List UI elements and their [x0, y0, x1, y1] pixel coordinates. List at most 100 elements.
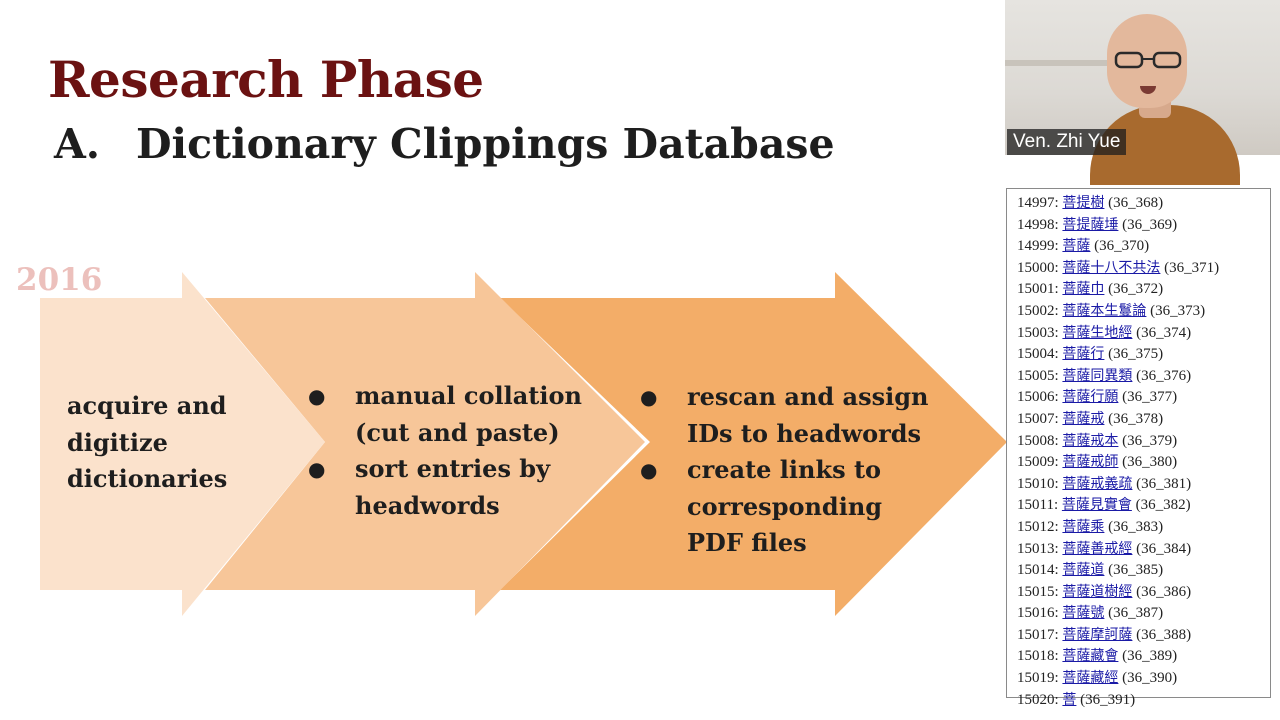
clipping-headword-link[interactable]: 菩薩藏經 — [1062, 670, 1119, 687]
clipping-id: 15003: — [1017, 324, 1059, 341]
clipping-id: 15020: — [1017, 691, 1059, 708]
clipping-headword-link[interactable]: 菩薩十八不共法 — [1062, 259, 1161, 276]
clipping-headword-link[interactable]: 菩薩行 — [1062, 346, 1105, 363]
clipping-ref: (36_378) — [1108, 410, 1164, 427]
bullet-line: sort entries by — [355, 454, 551, 483]
bullet-line: manual collation — [355, 381, 582, 410]
clipping-ref: (36_386) — [1136, 583, 1192, 600]
clipping-ref: (36_384) — [1136, 540, 1192, 557]
clipping-row: 15006: 菩薩行願 (36_377) — [1017, 387, 1219, 409]
clipping-headword-link[interactable]: 菩薩同異類 — [1062, 367, 1133, 384]
clipping-row: 15012: 菩薩乘 (36_383) — [1017, 517, 1219, 539]
clipping-row: 15002: 菩薩本生鬘論 (36_373) — [1017, 301, 1219, 323]
slide-title: Research Phase — [48, 50, 484, 109]
clipping-headword-link[interactable]: 菩薩藏會 — [1062, 648, 1119, 665]
clipping-ref: (36_379) — [1122, 432, 1178, 449]
clipping-ref: (36_390) — [1122, 670, 1178, 687]
clipping-id: 15017: — [1017, 626, 1059, 643]
clipping-ref: (36_377) — [1122, 389, 1178, 406]
clipping-headword-link[interactable]: 菩薩道 — [1062, 562, 1105, 579]
participant-mouth — [1140, 86, 1156, 94]
clipping-headword-link[interactable]: 菩薩戒義疏 — [1062, 475, 1133, 492]
clipping-headword-link[interactable]: 菩提薩埵 — [1062, 216, 1119, 233]
clipping-headword-link[interactable]: 菩薩摩訶薩 — [1062, 626, 1133, 643]
arrow-stage-3 — [500, 272, 1007, 616]
clipping-id: 15011: — [1017, 497, 1059, 514]
stage-3-text: ● rescan and assign IDs to headwords ● c… — [640, 379, 987, 562]
clipping-ref: (36_368) — [1108, 195, 1164, 211]
stage-1-line: digitize — [67, 427, 168, 457]
clipping-headword-link[interactable]: 菩薩善戒經 — [1062, 540, 1133, 557]
background-shelf — [1005, 60, 1115, 66]
clipping-row: 15017: 菩薩摩訶薩 (36_388) — [1017, 625, 1219, 647]
clipping-headword-link[interactable]: 菩薩行願 — [1062, 389, 1119, 406]
clipping-row: 15015: 菩薩道樹經 (36_386) — [1017, 582, 1219, 604]
clipping-row: 15000: 菩薩十八不共法 (36_371) — [1017, 258, 1219, 280]
bullet-dot: ● — [308, 384, 326, 408]
bullet-dot: ● — [640, 385, 658, 409]
bullet-line: corresponding — [687, 491, 883, 521]
clipping-headword-link[interactable]: 菩 — [1062, 691, 1077, 708]
clipping-ref: (36_372) — [1108, 281, 1164, 298]
clipping-headword-link[interactable]: 菩薩見實會 — [1061, 497, 1132, 514]
clipping-id: 15018: — [1017, 648, 1059, 665]
clipping-ref: (36_391) — [1080, 691, 1136, 708]
clipping-id: 15013: — [1017, 540, 1059, 557]
clipping-headword-link[interactable]: 菩薩本生鬘論 — [1062, 302, 1147, 319]
clipping-id: 15019: — [1017, 670, 1059, 687]
clipping-id: 15006: — [1017, 389, 1059, 406]
clipping-row: 15010: 菩薩戒義疏 (36_381) — [1017, 474, 1219, 496]
clipping-headword-link[interactable]: 菩薩 — [1062, 238, 1091, 255]
participant-name-label: Ven. Zhi Yue — [1007, 129, 1127, 155]
clippings-list: 14997: 菩提樹 (36_368)14998: 菩提薩埵 (36_369)1… — [1017, 193, 1219, 711]
clipping-ref: (36_389) — [1122, 648, 1178, 665]
clipping-ref: (36_374) — [1136, 324, 1192, 341]
clipping-id: 15004: — [1017, 346, 1059, 363]
clipping-ref: (36_385) — [1108, 562, 1164, 579]
clipping-ref: (36_387) — [1108, 605, 1164, 622]
clipping-id: 14999: — [1017, 238, 1059, 255]
clipping-headword-link[interactable]: 菩薩道樹經 — [1062, 583, 1133, 600]
bullet-line: rescan and assign — [687, 382, 929, 411]
clipping-headword-link[interactable]: 菩薩巾 — [1062, 281, 1105, 298]
bullet-dot: ● — [640, 458, 658, 482]
clipping-row: 14998: 菩提薩埵 (36_369) — [1017, 215, 1219, 237]
bullet-line: PDF files — [687, 528, 807, 557]
clipping-row: 15011: 菩薩見實會 (36_382) — [1017, 495, 1219, 517]
clipping-id: 15009: — [1017, 454, 1059, 471]
clipping-headword-link[interactable]: 菩薩生地經 — [1062, 324, 1133, 341]
stage-3-bullet: ● create links to corresponding PDF file… — [640, 452, 987, 562]
stage-3-bullet: ● rescan and assign IDs to headwords — [640, 379, 987, 452]
participant-video-tile[interactable]: Ven. Zhi Yue — [1005, 0, 1280, 185]
clipping-ref: (36_370) — [1094, 238, 1150, 255]
clipping-headword-link[interactable]: 菩薩戒 — [1062, 410, 1105, 427]
clipping-headword-link[interactable]: 菩薩戒師 — [1062, 454, 1119, 471]
clipping-id: 15010: — [1017, 475, 1059, 492]
clipping-ref: (36_380) — [1122, 454, 1178, 471]
clipping-ref: (36_383) — [1108, 518, 1164, 535]
year-label: 2016 — [16, 262, 103, 298]
clipping-id: 15001: — [1017, 281, 1059, 298]
bullet-line: (cut and paste) — [355, 417, 560, 447]
stage-2-text: ● manual collation (cut and paste) ● sor… — [308, 378, 615, 524]
clipping-row: 14999: 菩薩 (36_370) — [1017, 236, 1219, 258]
clipping-ref: (36_373) — [1150, 302, 1206, 319]
clipping-headword-link[interactable]: 菩提樹 — [1062, 195, 1105, 211]
clipping-ref: (36_371) — [1164, 259, 1220, 276]
clipping-row: 14997: 菩提樹 (36_368) — [1017, 193, 1219, 215]
clippings-list-panel[interactable]: 14997: 菩提樹 (36_368)14998: 菩提薩埵 (36_369)1… — [1006, 188, 1271, 708]
arrow-stage-1 — [40, 272, 325, 616]
bullet-line: IDs to headwords — [687, 418, 922, 448]
stage-1-line: acquire and — [67, 391, 227, 420]
clipping-headword-link[interactable]: 菩薩乘 — [1062, 518, 1105, 535]
clipping-row: 15014: 菩薩道 (36_385) — [1017, 560, 1219, 582]
clipping-ref: (36_388) — [1136, 626, 1192, 643]
clipping-headword-link[interactable]: 菩薩戒本 — [1062, 432, 1119, 449]
clipping-row: 15018: 菩薩藏會 (36_389) — [1017, 646, 1219, 668]
slide-subtitle: A.Dictionary Clippings Database — [54, 120, 835, 168]
clipping-row: 15020: 菩 (36_391) — [1017, 690, 1219, 712]
clipping-row: 15016: 菩薩號 (36_387) — [1017, 603, 1219, 625]
clipping-headword-link[interactable]: 菩薩號 — [1062, 605, 1105, 622]
clipping-id: 15005: — [1017, 367, 1059, 384]
